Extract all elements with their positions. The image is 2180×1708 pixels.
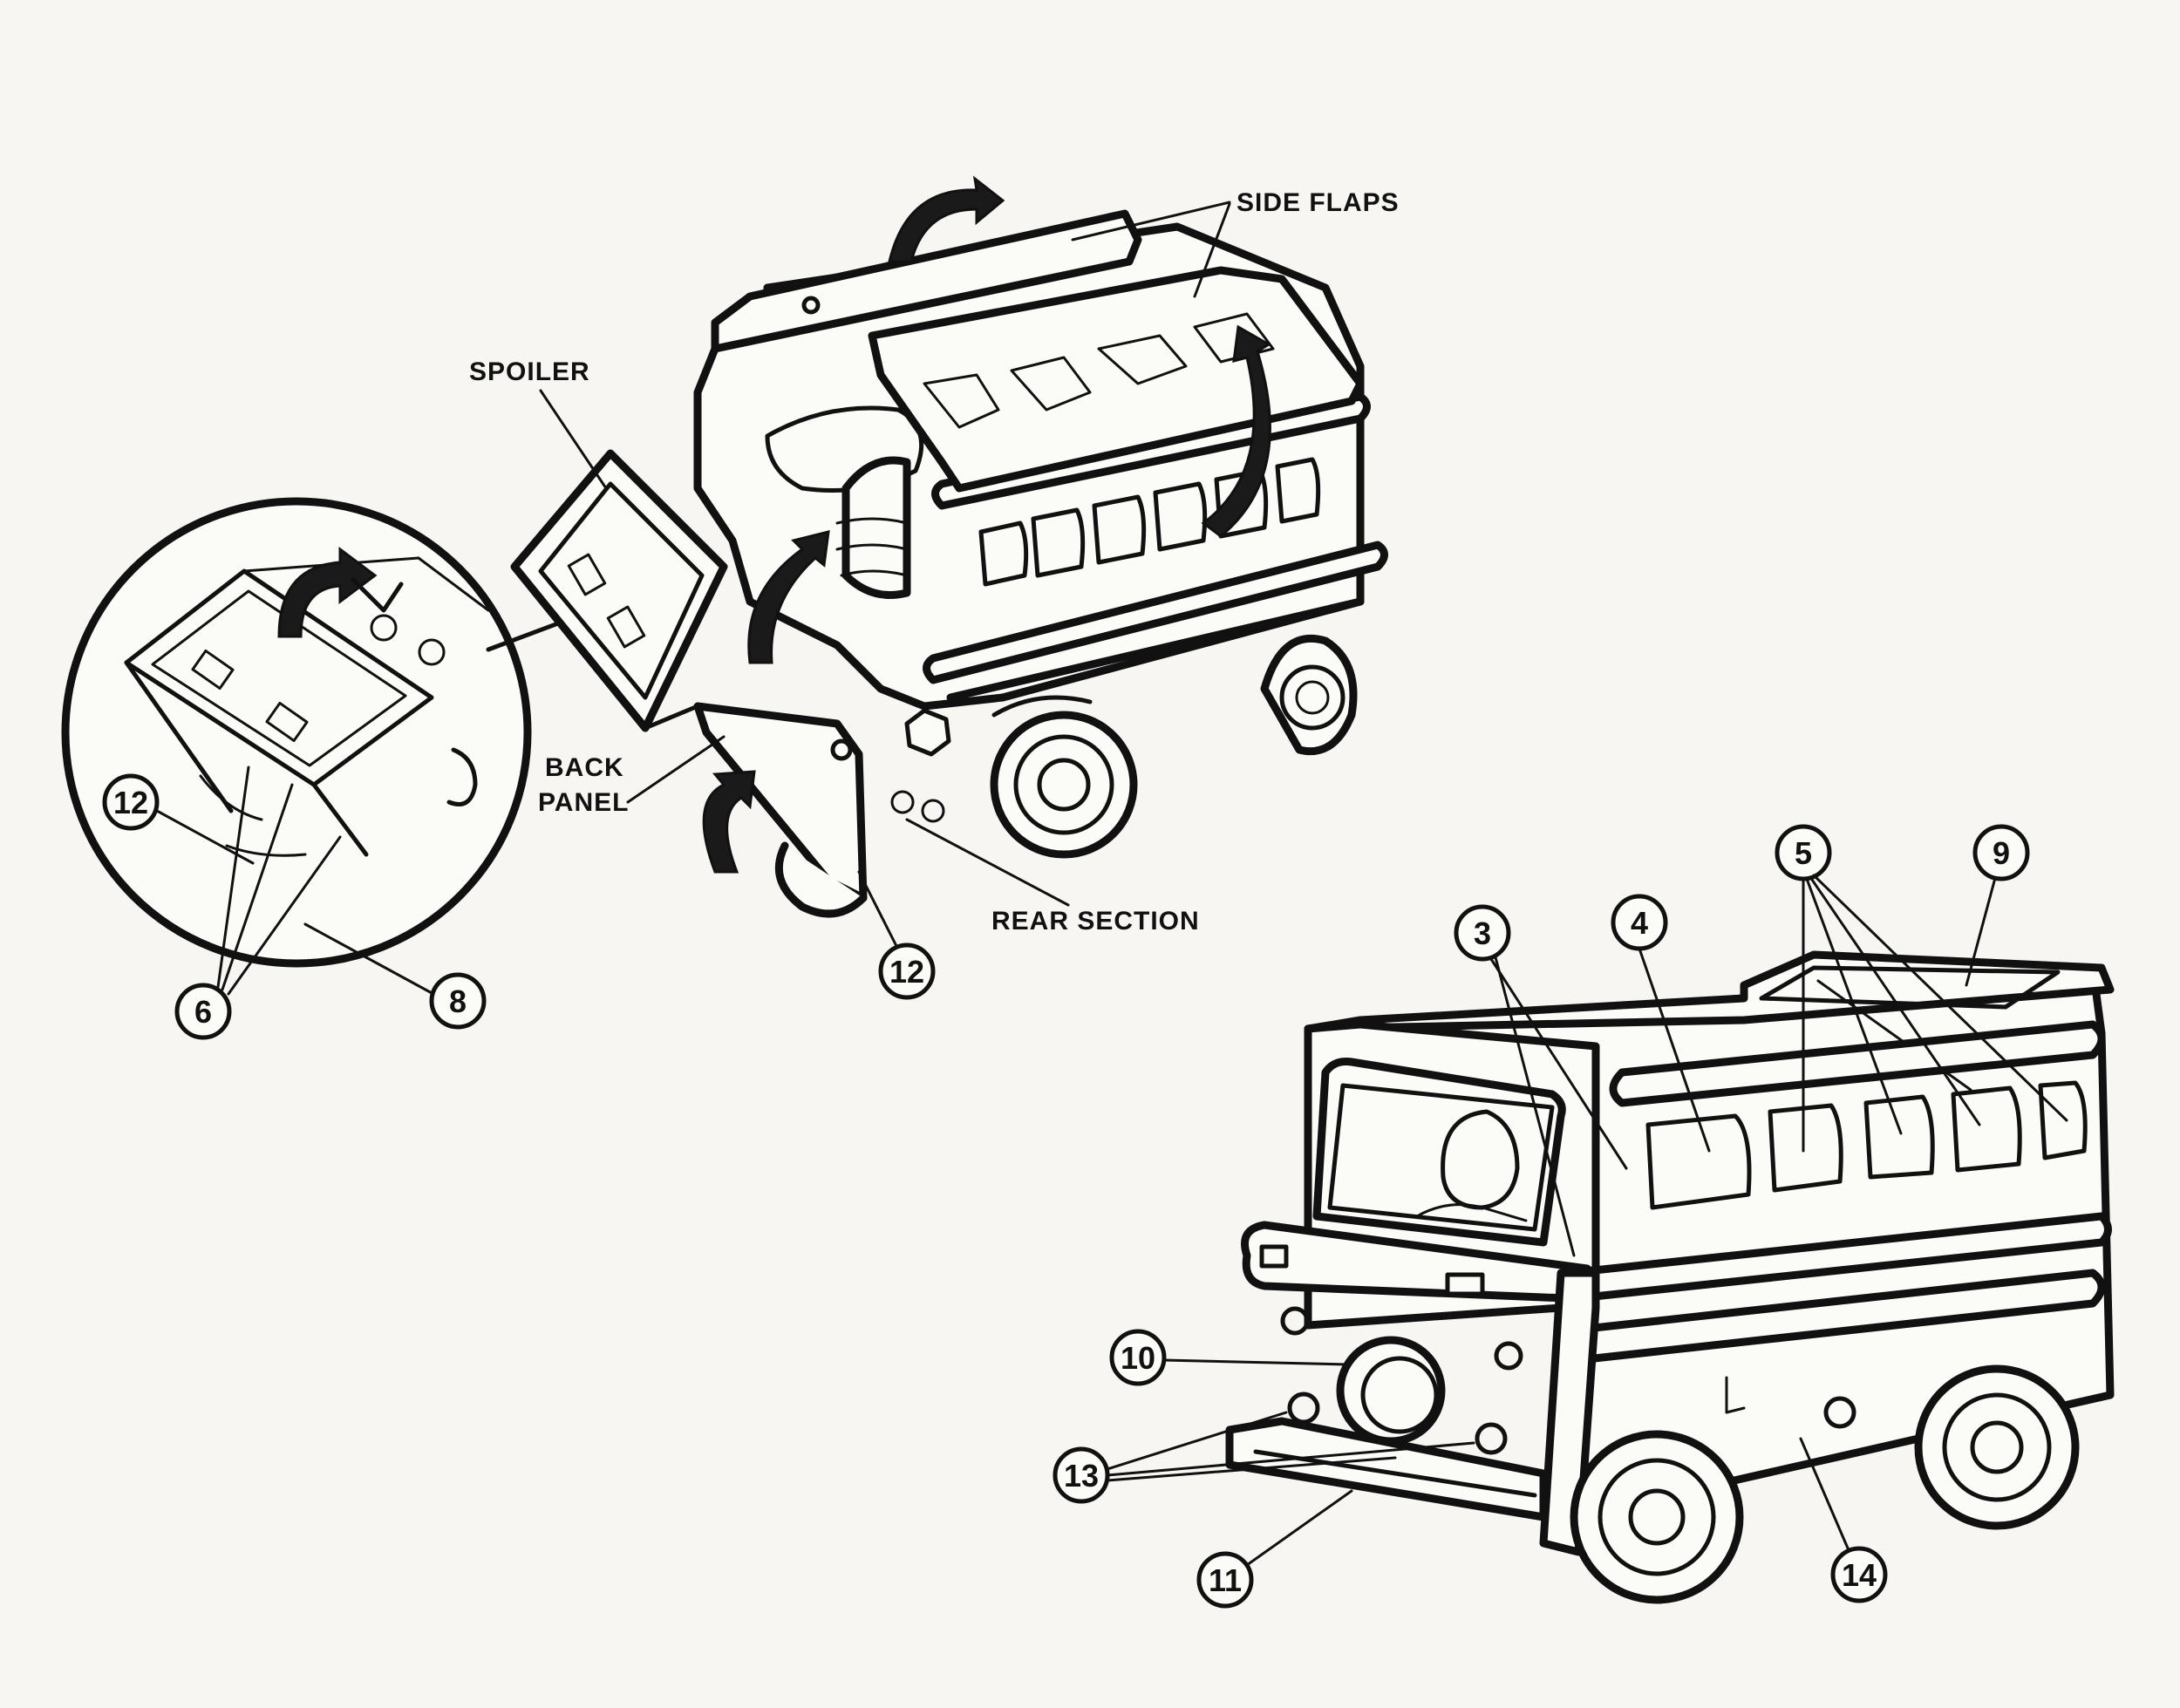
svg-text:5: 5	[1795, 835, 1812, 871]
label-rear-section: REAR SECTION	[905, 818, 1200, 936]
svg-text:14: 14	[1842, 1557, 1877, 1593]
svg-text:11: 11	[1209, 1562, 1242, 1598]
svg-text:6: 6	[194, 994, 212, 1030]
callout-13: 13	[1053, 1411, 1475, 1504]
svg-text:10: 10	[1121, 1340, 1155, 1376]
callout-3: 3	[1454, 904, 1628, 1257]
callout-10: 10	[1109, 1329, 1349, 1386]
detail-magnifier	[61, 497, 596, 968]
svg-text:SIDE FLAPS: SIDE FLAPS	[1236, 188, 1400, 217]
svg-text:3: 3	[1474, 915, 1491, 951]
label-spoiler: SPOILER	[469, 357, 608, 490]
callout-5: 5	[1775, 824, 2068, 1153]
callout-12-detail: 12	[102, 773, 255, 865]
callout-8: 8	[303, 922, 487, 1030]
svg-text:9: 9	[1993, 835, 2010, 871]
svg-text:BACK: BACK	[545, 753, 624, 782]
callout-12-rear: 12	[857, 870, 936, 1000]
svg-text:4: 4	[1631, 905, 1648, 941]
callout-11: 11	[1196, 1489, 1353, 1609]
callout-6: 6	[174, 766, 342, 1040]
rear-van-illustration	[510, 175, 1388, 918]
label-back-panel: BACK PANEL	[538, 735, 726, 817]
callout-14: 14	[1799, 1437, 1888, 1603]
svg-text:13: 13	[1064, 1458, 1099, 1494]
callout-4: 4	[1611, 894, 1711, 1153]
front-van-illustration	[1225, 950, 2115, 1604]
svg-text:SPOILER: SPOILER	[469, 357, 590, 386]
svg-text:PANEL: PANEL	[538, 788, 629, 817]
label-side-flaps: SIDE FLAPS	[1071, 188, 1400, 298]
svg-text:8: 8	[449, 983, 467, 1019]
svg-text:12: 12	[889, 954, 924, 990]
callout-9: 9	[1965, 824, 2030, 987]
svg-text:REAR SECTION: REAR SECTION	[991, 907, 1200, 936]
svg-text:12: 12	[113, 785, 148, 820]
